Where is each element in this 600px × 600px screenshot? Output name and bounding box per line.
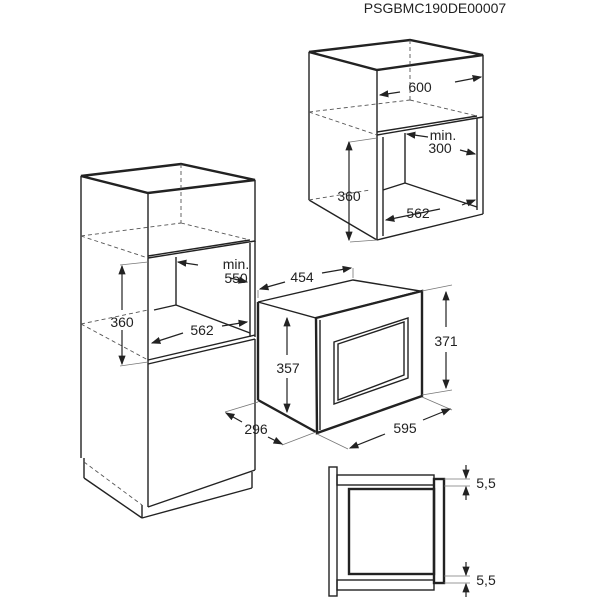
diagram-code: PSGBMC190DE00007 bbox=[364, 0, 507, 16]
appliance-height-side: 357 bbox=[276, 360, 300, 376]
wall-cabinet-drawing bbox=[308, 38, 484, 243]
appliance-depth: 296 bbox=[244, 421, 268, 437]
tall-cabinet-min-value: 550 bbox=[224, 270, 248, 286]
top-cabinet-height: 360 bbox=[337, 188, 361, 204]
top-cabinet-width: 600 bbox=[408, 79, 432, 95]
appliance-drawing bbox=[224, 265, 453, 450]
tall-cabinet-min-label: min. bbox=[223, 256, 249, 272]
profile-gap-bottom: 5,5 bbox=[476, 572, 496, 588]
tall-cabinet-drawing bbox=[80, 162, 256, 519]
top-cabinet-depth: 562 bbox=[406, 205, 430, 221]
top-cabinet-min-label: min. bbox=[430, 127, 456, 143]
top-cabinet-min-value: 300 bbox=[428, 140, 452, 156]
appliance-width-top: 454 bbox=[290, 269, 314, 285]
appliance-height-front: 371 bbox=[434, 333, 458, 349]
tall-cabinet-depth: 562 bbox=[190, 322, 214, 338]
profile-section-drawing bbox=[328, 465, 470, 597]
appliance-width-front: 595 bbox=[393, 420, 417, 436]
profile-gap-top: 5,5 bbox=[476, 475, 496, 491]
tall-cabinet-height: 360 bbox=[110, 314, 134, 330]
